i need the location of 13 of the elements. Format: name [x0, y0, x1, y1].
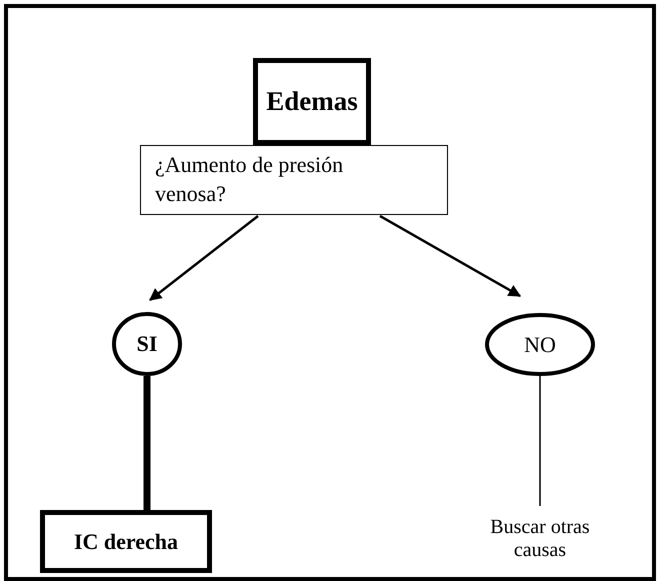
node-label: Buscar otras causas: [490, 516, 590, 562]
connector: [149, 215, 259, 301]
connector: [379, 214, 522, 298]
connector: [539, 376, 541, 506]
connector: [144, 376, 150, 510]
node-label: IC derecha: [74, 528, 178, 554]
question-box: [140, 145, 448, 215]
question-text: ¿Aumento de presión venosa?: [155, 151, 344, 208]
result-box: [40, 510, 212, 573]
answer-label: SI: [136, 331, 158, 357]
node-label: Edemas: [266, 86, 358, 117]
title-box: [253, 58, 371, 145]
answer-label: NO: [524, 332, 556, 358]
